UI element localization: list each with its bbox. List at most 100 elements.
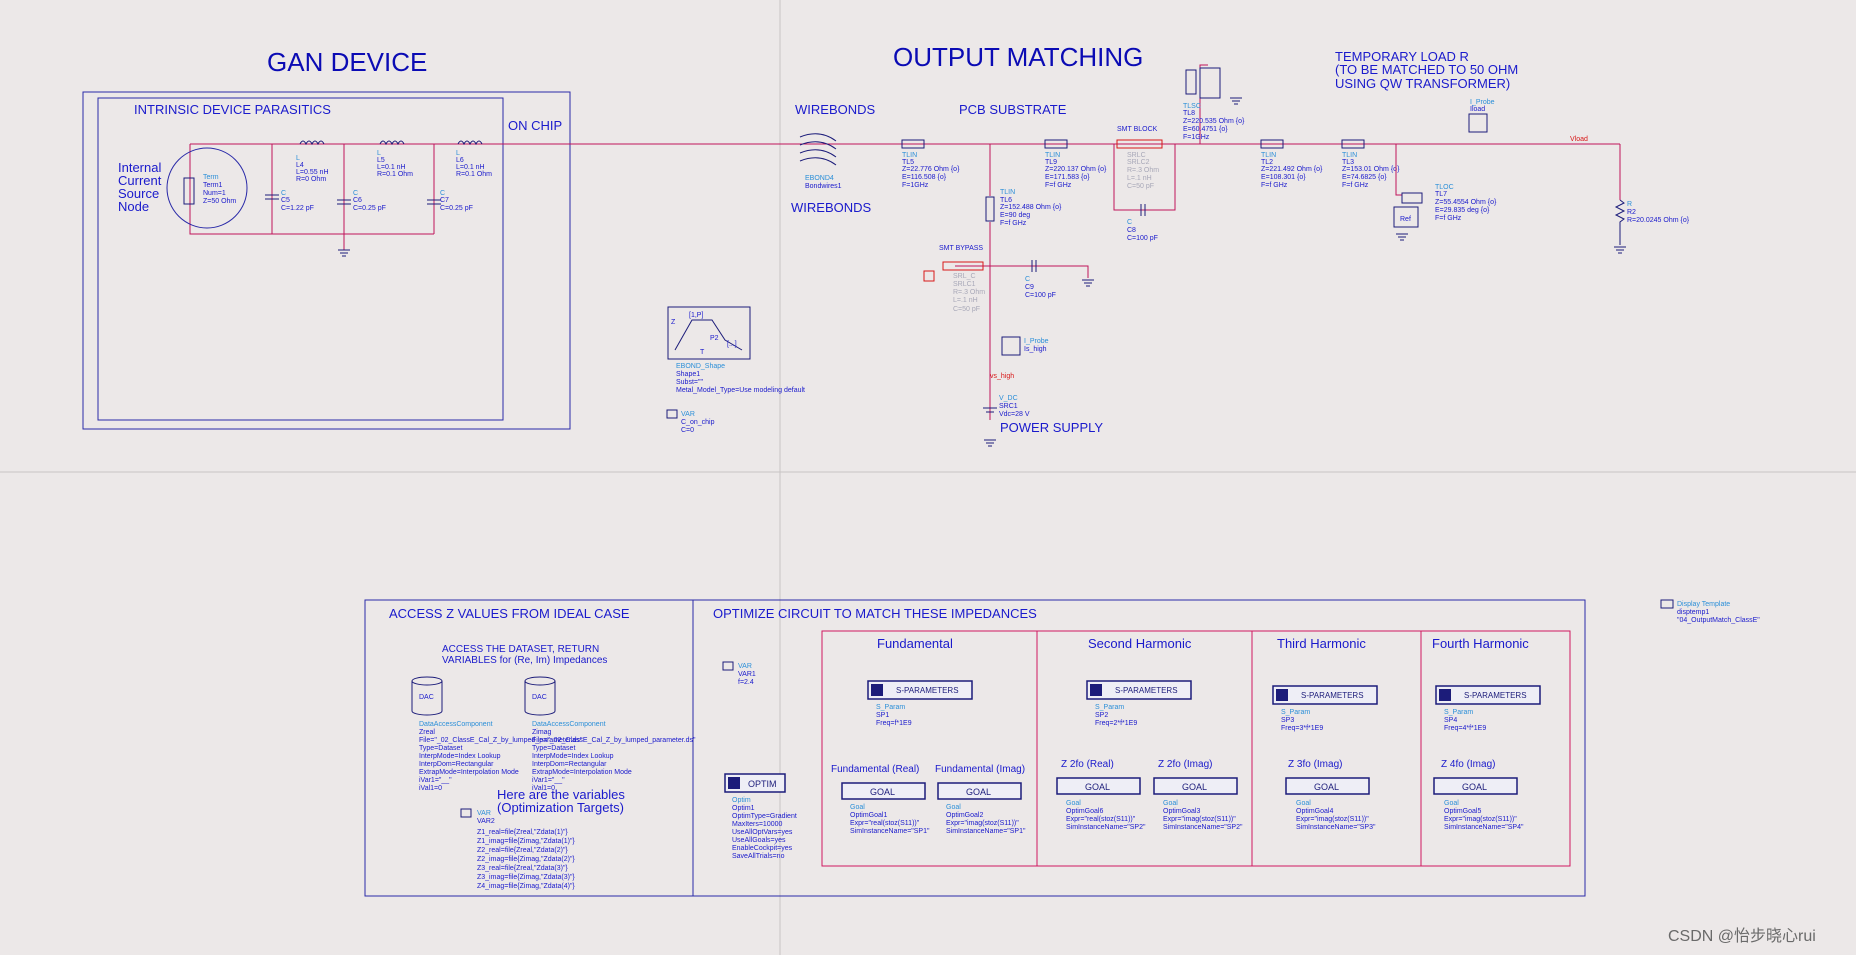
var2-7: Z3_imag=file{Zimag,"Zdata(3)"} xyxy=(477,874,575,881)
ebond-shape-box[interactable] xyxy=(667,306,751,360)
bypass-part-0: SRL_C xyxy=(953,273,976,280)
ref-label: Ref xyxy=(1400,216,1411,223)
goal-6-button[interactable]: GOAL xyxy=(1433,777,1518,795)
optim-6: EnableCockpit=yes xyxy=(732,845,793,852)
var2-4: Z2_real=file{Zreal,"Zdata(2)"} xyxy=(477,847,568,854)
tl3-symbol[interactable] xyxy=(1341,139,1365,149)
goal-4-l1: OptimGoal3 xyxy=(1163,808,1200,815)
dc-source-icon[interactable] xyxy=(983,407,997,413)
capacitor-c8-symbol[interactable] xyxy=(1140,204,1146,216)
goal-1-button[interactable]: GOAL xyxy=(841,782,926,800)
display-template-type: Display Template xyxy=(1677,601,1730,608)
sparam-sp2-button[interactable]: S-PARAMETERS xyxy=(1086,680,1192,700)
c6-name: C6 xyxy=(353,197,362,204)
access-z-title: ACCESS Z VALUES FROM IDEAL CASE xyxy=(389,606,630,621)
ebond-shape-type: EBOND_Shape xyxy=(676,363,725,370)
tl5-e: E=116.508 {o} xyxy=(902,174,947,181)
capacitor-c7-symbol[interactable] xyxy=(427,199,441,205)
ebond-axis-4: [...] xyxy=(727,341,737,348)
goal-6-l2: Expr="imag(stoz(S11))" xyxy=(1444,816,1517,823)
tl2-f: F=f GHz xyxy=(1261,182,1288,189)
c6-value: C=0.25 pF xyxy=(353,205,386,212)
goal-6-l3: SimInstanceName="SP4" xyxy=(1444,824,1524,831)
c9-value: C=100 pF xyxy=(1025,292,1056,299)
i-probe-high-type: I_Probe xyxy=(1024,338,1049,345)
term1-num: Num=1 xyxy=(203,190,226,197)
harmonic-title-2: Second Harmonic xyxy=(1088,636,1192,651)
goal-2-l1: OptimGoal2 xyxy=(946,812,983,819)
temp-load-title-3: USING QW TRANSFORMER) xyxy=(1335,76,1510,91)
optimize-title: OPTIMIZE CIRCUIT TO MATCH THESE IMPEDANC… xyxy=(713,606,1037,621)
optim-button-label: OPTIM xyxy=(748,779,777,789)
capacitor-c6-symbol[interactable] xyxy=(337,199,351,205)
dac-real-3: Type=Dataset xyxy=(419,745,462,752)
ebond-shape-model: Metal_Model_Type=Use modeling default xyxy=(676,387,805,394)
l5-name: L5 xyxy=(377,157,385,164)
dac-real-0: DataAccessComponent xyxy=(419,721,493,728)
harmonic-title-3: Third Harmonic xyxy=(1277,636,1366,651)
goal-3-button[interactable]: GOAL xyxy=(1056,777,1141,795)
dac-imag-6: ExtrapMode=Interpolation Mode xyxy=(532,769,632,776)
tl7-ref-box xyxy=(1393,206,1419,228)
sp4-2: Freq=4*f*1E9 xyxy=(1444,725,1486,732)
tl9-symbol[interactable] xyxy=(1044,139,1068,149)
goal-4-button[interactable]: GOAL xyxy=(1153,777,1238,795)
here-variables-1: Here are the variables xyxy=(497,787,625,802)
tl9-f: F=f GHz xyxy=(1045,182,1072,189)
dac-imag-icon[interactable] xyxy=(524,676,556,716)
dac-real-1: Zreal xyxy=(419,729,435,736)
i-probe-load-name: Iload xyxy=(1470,106,1485,113)
smt-block-symbol[interactable] xyxy=(1116,139,1163,149)
tl6-symbol[interactable] xyxy=(985,196,995,222)
l6-name: L6 xyxy=(456,157,464,164)
bondwires-symbol[interactable] xyxy=(799,133,837,166)
tl2-name: TL2 xyxy=(1261,159,1273,166)
tl8-symbol[interactable] xyxy=(1185,69,1197,95)
goal-5-button[interactable]: GOAL xyxy=(1285,777,1370,795)
var-icon xyxy=(460,808,472,818)
term1-z: Z=50 Ohm xyxy=(203,198,236,205)
sparam-sp4-button[interactable]: S-PARAMETERS xyxy=(1435,685,1541,705)
var-cchip-type: VAR xyxy=(681,411,695,418)
goal-1-l1: OptimGoal1 xyxy=(850,812,887,819)
display-template-icon[interactable] xyxy=(1660,599,1674,609)
optim-3: MaxIters=10000 xyxy=(732,821,782,828)
capacitor-c5-symbol[interactable] xyxy=(265,194,279,200)
c5-type: C xyxy=(281,190,286,197)
tl7-symbol[interactable] xyxy=(1401,192,1423,204)
bias-wiring xyxy=(955,144,1089,420)
tl2-symbol[interactable] xyxy=(1260,139,1284,149)
goal-3-l2: Expr="real(stoz(S11))" xyxy=(1066,816,1136,823)
goal-5-l0: Goal xyxy=(1296,800,1311,807)
inductor-l5-symbol[interactable] xyxy=(379,140,405,146)
inductor-l4-symbol[interactable] xyxy=(299,140,325,146)
dac-imag-icon-text: DAC xyxy=(532,694,547,701)
capacitor-c9-symbol[interactable] xyxy=(1031,260,1037,272)
sparam-sp1-label: S-PARAMETERS xyxy=(896,686,959,695)
goal-2-button[interactable]: GOAL xyxy=(937,782,1022,800)
ebond-shape-subst: Subst="" xyxy=(676,379,703,386)
resistor-r2-symbol[interactable] xyxy=(1614,199,1626,245)
inductor-l6-symbol[interactable] xyxy=(457,140,483,146)
sp1-1: SP1 xyxy=(876,712,889,719)
tl5-symbol[interactable] xyxy=(901,139,925,149)
term1-port[interactable] xyxy=(166,147,248,229)
dac-imag-4: InterpMode=Index Lookup xyxy=(532,753,614,760)
sparam-sp3-button[interactable]: S-PARAMETERS xyxy=(1272,685,1378,705)
current-probe-high-icon[interactable] xyxy=(1001,336,1021,356)
tl8-type: TLSC xyxy=(1183,103,1201,110)
c9-name: C9 xyxy=(1025,284,1034,291)
bypass-part-1: SRLC1 xyxy=(953,281,976,288)
tl3-z: Z=153.01 Ohm {o} xyxy=(1342,166,1400,173)
block-part-3: L=.1 nH xyxy=(1127,175,1152,182)
term1-type: Term xyxy=(203,174,219,181)
current-probe-load-icon[interactable] xyxy=(1468,113,1488,133)
tl8-short-icon xyxy=(1199,67,1221,99)
sparam-sp1-button[interactable]: S-PARAMETERS xyxy=(867,680,973,700)
var2-3: Z1_imag=file{Zimag,"Zdata(1)"} xyxy=(477,838,575,845)
dac-real-icon[interactable] xyxy=(411,676,443,716)
dac-real-5: InterpDom=Rectangular xyxy=(419,761,494,768)
smt-bypass-symbol[interactable] xyxy=(942,261,984,271)
var1-0: VAR xyxy=(738,663,752,670)
